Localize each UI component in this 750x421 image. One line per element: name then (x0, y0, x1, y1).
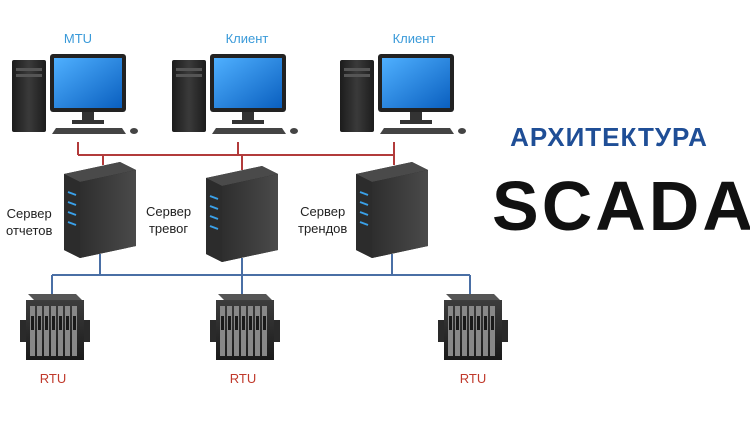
rtu-bus (51, 254, 471, 296)
workstation-label-client-1: Клиент (225, 31, 269, 46)
pc-tower-icon (172, 60, 206, 132)
rtu-label-1: RTU (39, 371, 67, 386)
rtu-device-3 (438, 294, 508, 360)
server-trends (356, 162, 428, 258)
rtu-device-1 (20, 294, 90, 360)
server-label-reports-line1: Сервер (6, 206, 52, 221)
server-label-trends-line2: трендов (298, 221, 348, 236)
title-subtitle: АРХИТЕКТУРА (510, 122, 708, 152)
workstation-client-2 (340, 54, 466, 134)
rtu-device-2 (210, 294, 280, 360)
server-label-trends: Сервер трендов (298, 203, 347, 237)
server-reports (64, 162, 136, 258)
title-main: SCADA (492, 167, 750, 245)
server-label-alarms-line1: Сервер (146, 204, 192, 219)
pc-tower-icon (12, 60, 46, 132)
mouse-icon (290, 128, 298, 134)
rtu-label-2: RTU (229, 371, 257, 386)
mouse-icon (458, 128, 466, 134)
pc-tower-icon (340, 60, 374, 132)
keyboard-icon (380, 128, 454, 134)
server-label-alarms-line2: тревог (148, 221, 189, 236)
server-label-reports-line2: отчетов (6, 223, 53, 238)
server-label-trends-line1: Сервер (300, 204, 346, 219)
workstation-label-client-2: Клиент (392, 31, 436, 46)
server-label-reports: Сервер отчетов (6, 205, 52, 239)
workstation-label-mtu: MTU (63, 31, 93, 46)
keyboard-icon (52, 128, 126, 134)
mouse-icon (130, 128, 138, 134)
server-label-alarms: Сервер тревог (146, 203, 191, 237)
workstation-mtu (12, 54, 138, 134)
workstation-client-1 (172, 54, 298, 134)
workstation-bus (77, 142, 395, 170)
server-alarms (206, 166, 278, 262)
keyboard-icon (212, 128, 286, 134)
rtu-label-3: RTU (459, 371, 487, 386)
